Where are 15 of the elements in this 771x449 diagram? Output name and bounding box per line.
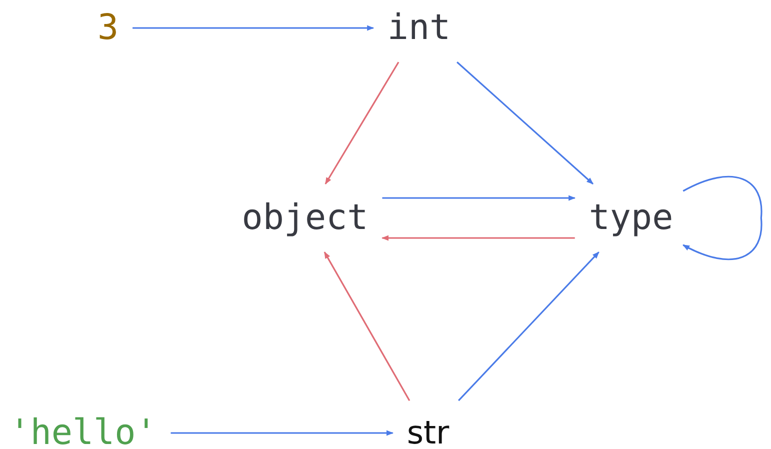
arrow [382,195,576,201]
arrow [682,176,762,260]
arrow [458,252,600,402]
arrow [324,252,410,401]
node-label: 3 [97,8,119,48]
node-label: type [588,198,674,238]
arrow [382,235,575,241]
node-label: 'hello' [9,412,157,449]
node-label: object [242,198,368,238]
arrow [324,62,400,184]
arrow [170,430,394,436]
arrow [132,25,374,31]
node-label: str [406,414,450,449]
arrow [456,62,594,184]
node-label: int [387,8,451,48]
